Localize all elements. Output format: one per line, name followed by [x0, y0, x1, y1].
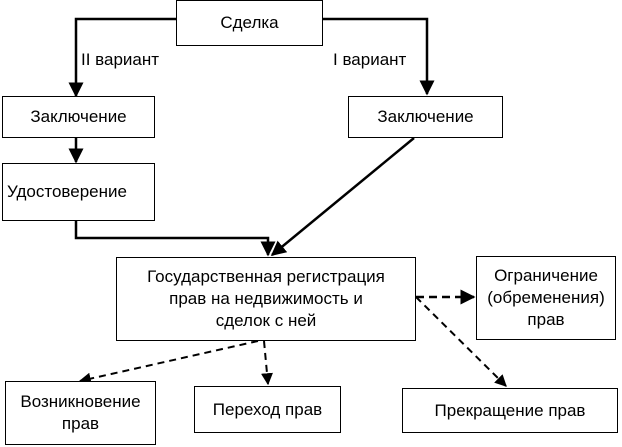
conclusion-left-box: Заключение	[2, 96, 155, 138]
certification-box: Удостоверение	[2, 163, 155, 221]
variant-2-label: II вариант	[81, 50, 160, 69]
deal-box: Сделка	[176, 0, 323, 46]
arrow-registration-to-termination	[415, 296, 507, 387]
termination-box: Прекращение прав	[402, 388, 618, 433]
arrow-deal-to-conclusion-right	[323, 17, 435, 96]
arrow-deal-to-conclusion-left	[68, 17, 176, 98]
transfer-box: Переход прав	[194, 386, 341, 433]
restriction-box: Ограничение (обременения) прав	[476, 256, 616, 340]
arrow-registration-to-transfer	[261, 340, 273, 386]
conclusion-right-box: Заключение	[348, 96, 503, 138]
origination-box: Возникновение прав	[5, 381, 156, 445]
arrow-conclusion-right-to-registration	[270, 137, 415, 256]
variant-1-label: I вариант	[333, 50, 407, 69]
arrow-registration-to-origination	[78, 340, 259, 385]
registration-box: Государственная регистрация прав на недв…	[116, 257, 416, 341]
arrow-certification-to-registration	[74, 221, 276, 257]
